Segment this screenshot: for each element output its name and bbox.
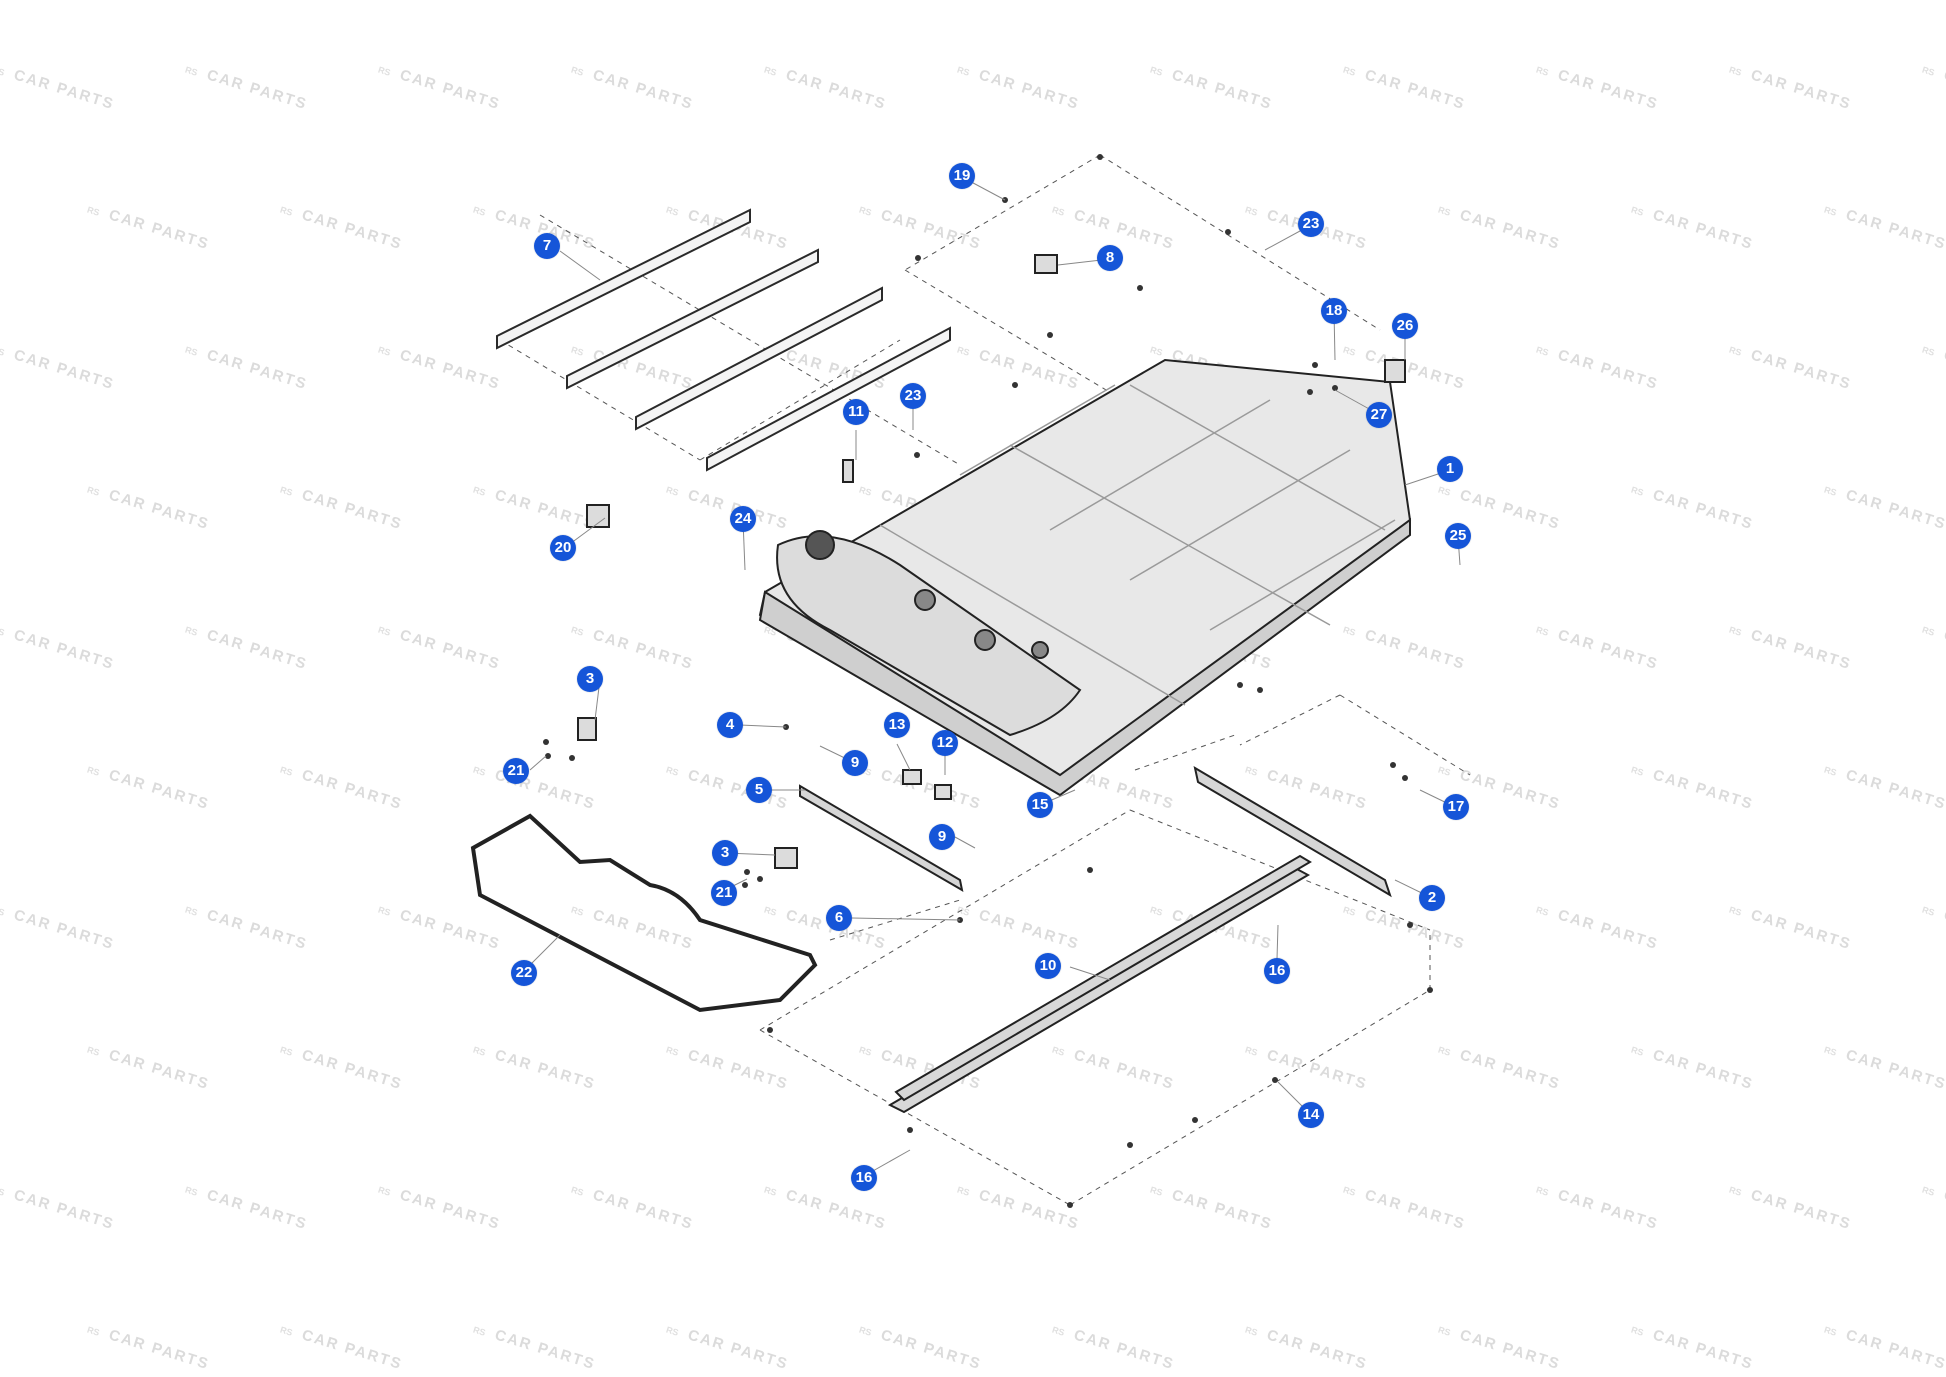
callout-15[interactable]: 15 [1027, 792, 1053, 818]
callout-4[interactable]: 4 [717, 712, 743, 738]
callout-4-label: 4 [725, 716, 735, 733]
callout-9-upper[interactable]: 9 [842, 750, 868, 776]
callout-25[interactable]: 25 [1445, 523, 1471, 549]
callout-21-lower[interactable]: 21 [711, 880, 737, 906]
callout-25-label: 25 [1449, 527, 1467, 544]
callout-3-upper[interactable]: 3 [577, 666, 603, 692]
callout-6[interactable]: 6 [826, 905, 852, 931]
callout-21-upper-label: 21 [507, 762, 525, 779]
callout-3-upper-label: 3 [585, 670, 595, 687]
callout-19-label: 19 [953, 167, 971, 184]
callout-27[interactable]: 27 [1366, 402, 1392, 428]
callout-10[interactable]: 10 [1035, 953, 1061, 979]
callout-3-lower-label: 3 [720, 844, 730, 861]
callout-20[interactable]: 20 [550, 535, 576, 561]
callout-16-right-label: 16 [1268, 962, 1286, 979]
callout-23-top-label: 23 [1302, 215, 1320, 232]
callout-6-label: 6 [834, 909, 844, 926]
callout-1[interactable]: 1 [1437, 456, 1463, 482]
callout-5[interactable]: 5 [746, 777, 772, 803]
small-parts [577, 254, 1406, 869]
callout-17-label: 17 [1447, 798, 1465, 815]
callout-21-lower-label: 21 [715, 884, 733, 901]
battery-tray [758, 358, 1412, 797]
bottom-rail [887, 854, 1312, 1114]
callout-11[interactable]: 11 [843, 399, 869, 425]
callout-11-label: 11 [848, 403, 864, 420]
callout-9-upper-label: 9 [850, 754, 860, 771]
callout-10-label: 10 [1039, 957, 1057, 974]
callout-20-label: 20 [554, 539, 572, 556]
callout-24-label: 24 [734, 510, 752, 527]
top-bars [496, 208, 951, 472]
callout-2-label: 2 [1427, 889, 1437, 906]
gasket-seal [470, 813, 818, 1013]
callout-16-bottom[interactable]: 16 [851, 1165, 877, 1191]
callout-9-lower[interactable]: 9 [929, 824, 955, 850]
callout-16-bottom-label: 16 [855, 1169, 873, 1186]
callout-16-right[interactable]: 16 [1264, 958, 1290, 984]
callout-17[interactable]: 17 [1443, 794, 1469, 820]
callout-12-label: 12 [936, 734, 954, 751]
callout-3-lower[interactable]: 3 [712, 840, 738, 866]
callout-27-label: 27 [1370, 406, 1388, 423]
callout-14[interactable]: 14 [1298, 1102, 1324, 1128]
callout-13-label: 13 [888, 716, 906, 733]
callout-23-top[interactable]: 23 [1298, 211, 1324, 237]
callout-9-lower-label: 9 [937, 828, 947, 845]
callout-18[interactable]: 18 [1321, 298, 1347, 324]
callout-23-middle[interactable]: 23 [900, 383, 926, 409]
callout-19[interactable]: 19 [949, 163, 975, 189]
callout-22-label: 22 [515, 964, 533, 981]
callout-21-upper[interactable]: 21 [503, 758, 529, 784]
callout-13[interactable]: 13 [884, 712, 910, 738]
callout-26-label: 26 [1396, 317, 1414, 334]
callout-2[interactable]: 2 [1419, 885, 1445, 911]
callout-7-label: 7 [542, 237, 552, 254]
callout-15-label: 15 [1031, 796, 1049, 813]
callout-22[interactable]: 22 [511, 960, 537, 986]
callout-18-label: 18 [1325, 302, 1343, 319]
callout-23-middle-label: 23 [904, 387, 922, 404]
callout-8[interactable]: 8 [1097, 245, 1123, 271]
callout-14-label: 14 [1302, 1106, 1320, 1123]
callout-1-label: 1 [1445, 460, 1455, 477]
callout-24[interactable]: 24 [730, 506, 756, 532]
side-brackets [799, 765, 1392, 898]
callout-12[interactable]: 12 [932, 730, 958, 756]
callout-7[interactable]: 7 [534, 233, 560, 259]
callout-26[interactable]: 26 [1392, 313, 1418, 339]
callout-5-label: 5 [754, 781, 764, 798]
callout-8-label: 8 [1105, 249, 1115, 266]
